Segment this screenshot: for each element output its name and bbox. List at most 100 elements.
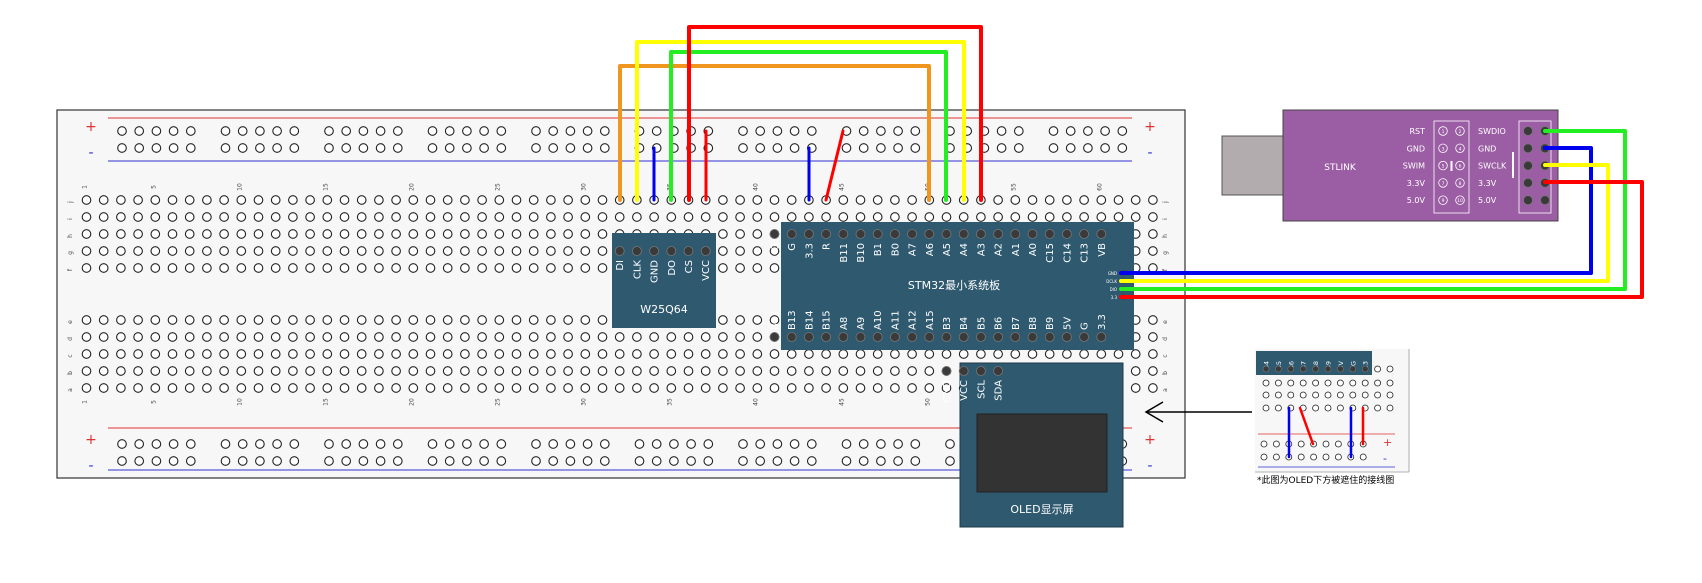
breadboard-hole: [272, 456, 282, 466]
breadboard-hole: [546, 246, 556, 256]
breadboard-hole: [1096, 195, 1107, 205]
row-letter: a: [67, 388, 74, 392]
module-pin: [666, 246, 677, 256]
breadboard-hole: [116, 263, 126, 273]
breadboard-hole: [202, 315, 212, 325]
breadboard-hole: [289, 456, 300, 466]
breadboard-hole: [958, 212, 969, 222]
breadboard-hole: [305, 195, 315, 205]
breadboard-hole: [98, 332, 109, 342]
breadboard-hole: [220, 439, 231, 449]
breadboard-hole: [666, 349, 677, 359]
breadboard-hole: [374, 383, 384, 393]
breadboard-hole: [219, 366, 229, 376]
breadboard-hole: [427, 456, 438, 466]
column-number-top: 25: [494, 183, 501, 191]
breadboard-hole: [1065, 143, 1076, 153]
breadboard-hole: [614, 332, 625, 342]
module-pin: [958, 332, 969, 342]
stm32-top-pin-label: G: [787, 243, 798, 251]
breadboard-hole: [772, 456, 783, 466]
breadboard-hole: [202, 263, 212, 273]
w25q64-pin-label: DI: [615, 260, 626, 271]
breadboard-hole: [718, 246, 728, 256]
breadboard-hole: [408, 195, 419, 205]
breadboard-hole: [184, 212, 195, 222]
breadboard-hole: [1079, 212, 1089, 222]
breadboard-hole: [838, 195, 849, 205]
breadboard-hole: [253, 349, 264, 359]
breadboard-hole: [718, 366, 728, 376]
breadboard-hole: [683, 366, 694, 376]
breadboard-hole: [202, 212, 212, 222]
column-number-top: 45: [838, 183, 845, 191]
breadboard-hole: [1148, 246, 1158, 256]
breadboard-hole: [98, 315, 109, 325]
breadboard-hole: [649, 332, 659, 342]
breadboard-hole: [167, 383, 178, 393]
inset-hole: [1312, 391, 1319, 399]
stm32-top-pin-label: A1: [1011, 243, 1022, 256]
inset-hole: [1287, 391, 1295, 399]
breadboard-hole: [786, 366, 797, 376]
breadboard-hole: [597, 315, 608, 325]
breadboard-hole: [184, 229, 195, 239]
breadboard-hole: [288, 263, 298, 273]
breadboard-hole: [324, 456, 334, 466]
breadboard-hole: [511, 315, 522, 325]
breadboard-hole: [718, 332, 728, 342]
breadboard-hole: [425, 212, 436, 222]
stm32-top-pin-label: R: [822, 243, 833, 250]
breadboard-hole: [184, 366, 195, 376]
inset-hole: [1337, 404, 1344, 412]
breadboard-hole: [374, 315, 384, 325]
stm32-top-pin-label: 3.3: [804, 243, 815, 259]
stm32-bottom-pin-label: A11: [890, 310, 901, 330]
rail-plus-sign: +: [1144, 119, 1156, 135]
breadboard-hole: [133, 383, 143, 393]
breadboard-hole: [580, 349, 591, 359]
breadboard-hole: [408, 315, 419, 325]
breadboard-hole: [511, 383, 522, 393]
breadboard-hole: [116, 195, 126, 205]
inset-rail-hole: [1273, 440, 1280, 448]
breadboard-hole: [185, 126, 196, 136]
inset-hole: [1312, 379, 1319, 387]
breadboard-hole: [1013, 126, 1024, 136]
stm32-bottom-pin-label: B7: [1011, 317, 1022, 330]
breadboard-hole: [116, 315, 126, 325]
breadboard-hole: [237, 126, 248, 136]
wire-orange-clk: [618, 64, 931, 202]
breadboard-hole: [289, 126, 300, 136]
breadboard-hole: [151, 143, 162, 153]
breadboard-hole: [391, 315, 401, 325]
breadboard-hole: [718, 195, 728, 205]
breadboard-hole: [945, 456, 955, 466]
breadboard-hole: [270, 332, 281, 342]
stlink-pin-number: 8: [1459, 181, 1462, 187]
stlink-pin-number: 4: [1459, 146, 1462, 152]
module-pin: [1044, 332, 1055, 342]
breadboard-hole: [752, 332, 763, 342]
breadboard-hole: [683, 212, 694, 222]
breadboard-hole: [755, 143, 766, 153]
breadboard-hole: [563, 383, 573, 393]
breadboard-hole: [599, 143, 610, 153]
row-letter: b: [67, 371, 74, 375]
breadboard-hole: [548, 143, 559, 153]
breadboard-hole: [167, 315, 178, 325]
breadboard-hole: [358, 143, 369, 153]
breadboard-hole: [408, 366, 419, 376]
stm32-top-pin-label: A2: [994, 243, 1005, 256]
breadboard-hole: [236, 366, 247, 376]
breadboard-hole: [477, 349, 487, 359]
breadboard-hole: [1130, 195, 1141, 205]
stm32-bottom-pin-label: A12: [908, 310, 919, 330]
stm32-top-pin-label: A4: [959, 243, 970, 256]
breadboard-hole: [1065, 126, 1076, 136]
stm32-top-pin-label: VB: [1097, 243, 1108, 257]
breadboard-hole: [546, 383, 556, 393]
breadboard-hole: [98, 212, 109, 222]
inset-rail-hole: [1260, 440, 1268, 448]
breadboard-hole: [755, 126, 766, 136]
